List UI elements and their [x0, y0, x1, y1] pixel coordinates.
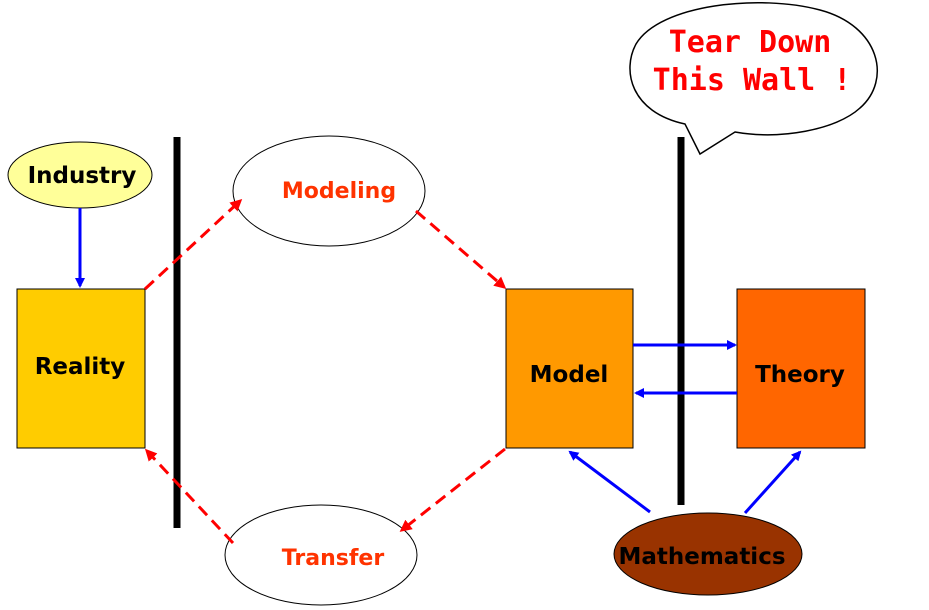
arrow-mathematics-to-theory	[743, 450, 802, 515]
transfer-node	[224, 504, 418, 606]
arrow-modeling-to-model	[415, 209, 507, 289]
model-node	[505, 288, 634, 449]
reality-node	[16, 288, 146, 449]
theory-node	[736, 288, 866, 449]
arrow-reality-to-modeling	[143, 198, 243, 291]
modeling-node	[232, 135, 426, 247]
theory-label: Theory	[755, 362, 845, 388]
arrow-model-to-transfer	[399, 447, 506, 532]
reality-label: Reality	[35, 354, 126, 380]
industry-label: Industry	[28, 163, 137, 189]
callout-line1: Tear Down	[669, 25, 832, 60]
model-label: Model	[530, 362, 609, 388]
arrow-mathematics-to-model	[568, 450, 651, 514]
mathematics-label: Mathematics	[618, 544, 785, 570]
callout-line2: This Wall !	[653, 63, 852, 98]
mathematics-node	[613, 512, 803, 596]
transfer-label: Transfer	[282, 546, 385, 571]
arrow-transfer-to-reality	[144, 448, 235, 545]
modeling-label: Modeling	[282, 179, 396, 204]
callout-bubble	[629, 2, 878, 156]
